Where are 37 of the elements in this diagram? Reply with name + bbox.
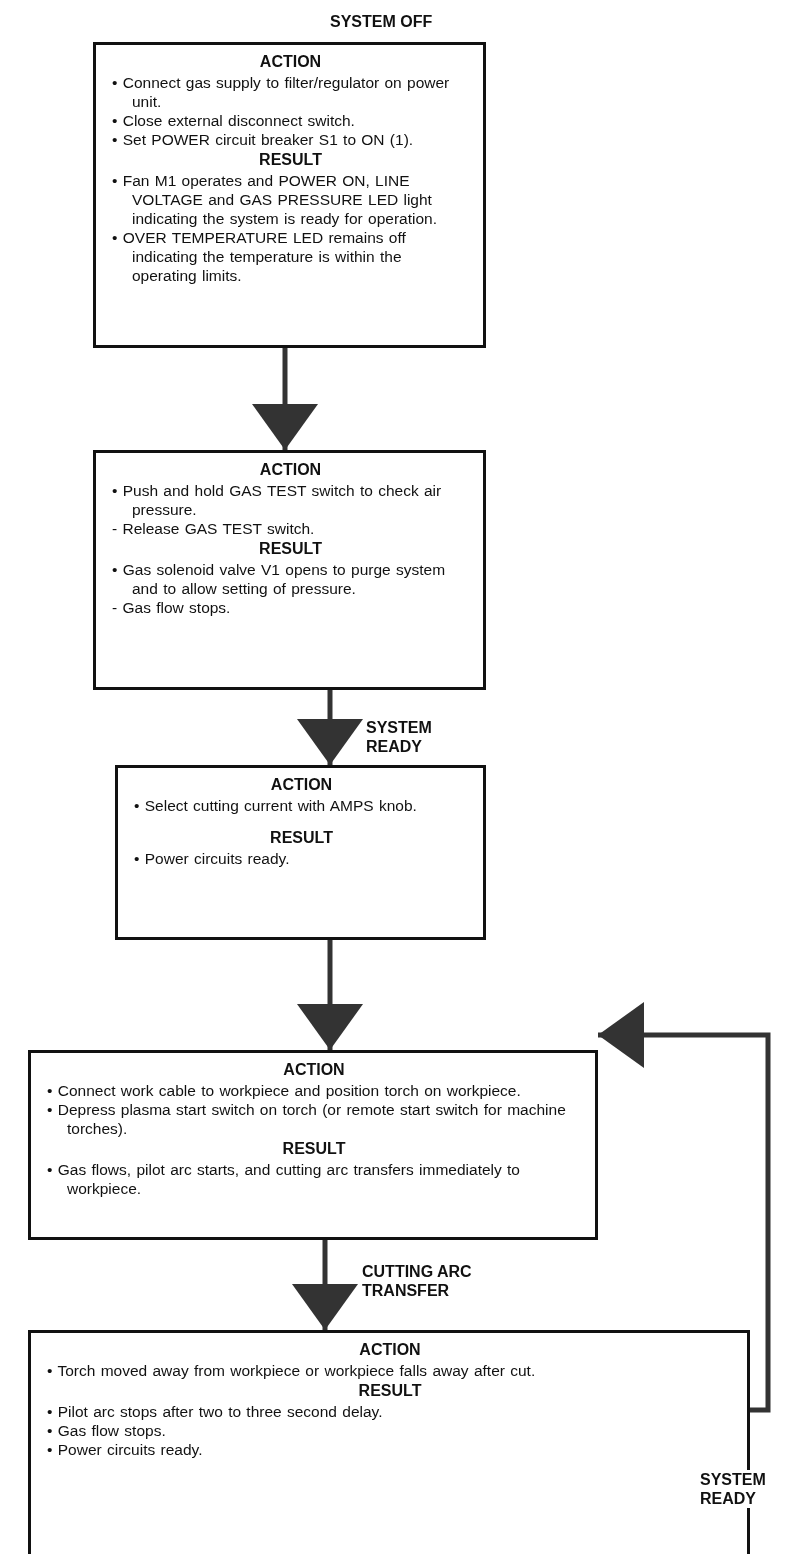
bullet-item: • Power circuits ready. <box>47 1440 204 1459</box>
bullet-item: • Close external disconnect switch. <box>112 111 356 130</box>
section-heading: RESULT <box>269 829 334 847</box>
bullet-item: • Gas flow stops. <box>47 1421 167 1440</box>
arrow <box>252 348 318 450</box>
section-heading: RESULT <box>357 1382 423 1400</box>
bullet-item: • Gas flows, pilot arc starts, and cutting arc transfers immediately to workpiece. <box>47 1160 521 1198</box>
bullet-item: • Power circuits ready. <box>134 849 291 868</box>
bullet-item: - Gas flow stops. <box>112 598 232 617</box>
bullet-item: • Depress plasma start switch on torch (or remote start switch for machine torches). <box>47 1100 567 1138</box>
arrow <box>292 1240 358 1330</box>
bullet-item: • Fan M1 operates and POWER ON, LINE VOLTAGE and GAS PRESSURE LED light indicating the system is ready for operation. <box>112 171 438 228</box>
bullet-item: • OVER TEMPERATURE LED remains off indicating the temperature is within the operating limits. <box>112 228 407 285</box>
bullet-item: • Connect work cable to workpiece and position torch on workpiece. <box>47 1081 522 1100</box>
bullet-item: • Set POWER circuit breaker S1 to ON (1). <box>112 130 415 149</box>
bullet-item: • Gas solenoid valve V1 opens to purge system and to allow setting of pressure. <box>112 560 447 598</box>
bullet-item: - Release GAS TEST switch. <box>112 519 316 538</box>
section-heading: ACTION <box>269 776 334 794</box>
section-heading: ACTION <box>358 1341 422 1359</box>
process-box <box>93 42 486 348</box>
section-heading: RESULT <box>258 151 323 169</box>
section-heading: RESULT <box>258 540 323 558</box>
section-heading: ACTION <box>258 461 323 479</box>
arrow <box>297 940 363 1050</box>
process-box <box>93 450 486 690</box>
bullet-item: • Pilot arc stops after two to three second delay. <box>47 1402 384 1421</box>
bullet-item: • Push and hold GAS TEST switch to check air pressure. <box>112 481 443 519</box>
bullet-item: • Torch moved away from workpiece or workpiece falls away after cut. <box>47 1361 537 1380</box>
arrow <box>297 690 363 765</box>
section-heading: ACTION <box>282 1061 346 1079</box>
bullet-item: • Connect gas supply to filter/regulator on power unit. <box>112 73 451 111</box>
process-box <box>115 765 486 940</box>
section-heading: ACTION <box>258 53 323 71</box>
section-heading: RESULT <box>281 1140 347 1158</box>
process-box <box>28 1050 598 1240</box>
arrow <box>598 1002 771 1413</box>
bullet-item: • Select cutting current with AMPS knob. <box>134 796 418 815</box>
